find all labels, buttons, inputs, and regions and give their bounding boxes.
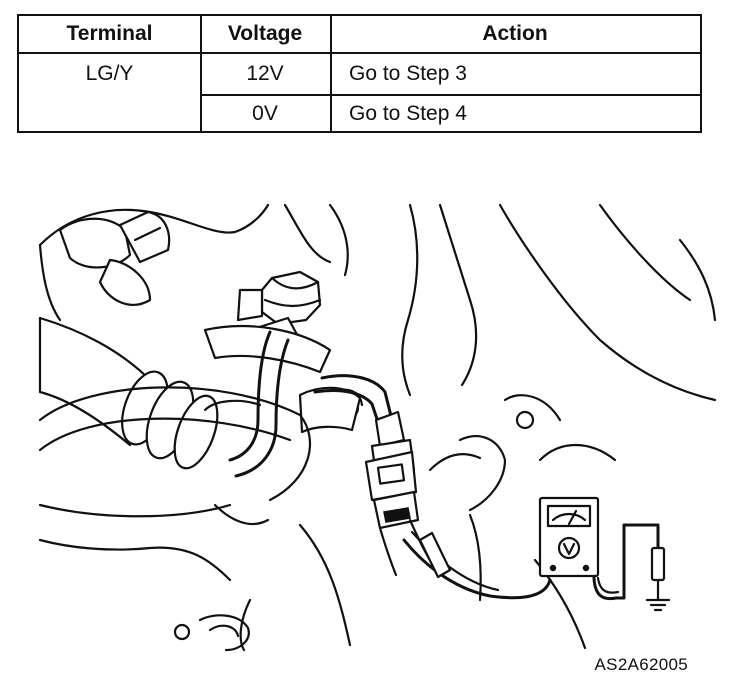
voltage-cell: 12V bbox=[246, 62, 284, 85]
engine-connector-illustration bbox=[38, 203, 717, 652]
right-side-parts bbox=[428, 394, 617, 602]
terminal-value: LG/Y bbox=[85, 62, 134, 85]
terminal-voltage-table: Terminal Voltage Action LG/Y 12V Go to S… bbox=[17, 14, 702, 133]
header-action: Action bbox=[482, 22, 548, 45]
ground-symbol-icon bbox=[645, 546, 671, 612]
test-leads bbox=[402, 523, 660, 601]
action-cell: Go to Step 3 bbox=[349, 62, 467, 85]
header-voltage: Voltage bbox=[227, 22, 303, 45]
column-divider bbox=[200, 16, 202, 131]
figure-caption: AS2A62005 bbox=[594, 655, 688, 674]
voltmeter-icon bbox=[538, 496, 600, 578]
voltage-cell: 0V bbox=[252, 102, 278, 125]
action-cell: Go to Step 4 bbox=[349, 102, 467, 125]
column-divider bbox=[330, 16, 332, 131]
row-divider bbox=[200, 94, 700, 96]
vacuum-line bbox=[228, 330, 394, 478]
header-terminal: Terminal bbox=[66, 22, 153, 45]
header-divider bbox=[19, 52, 700, 54]
lower-mount bbox=[173, 614, 250, 652]
hose-fitting bbox=[58, 210, 171, 306]
switch-connector bbox=[364, 410, 432, 577]
bracket-plate bbox=[203, 324, 364, 434]
